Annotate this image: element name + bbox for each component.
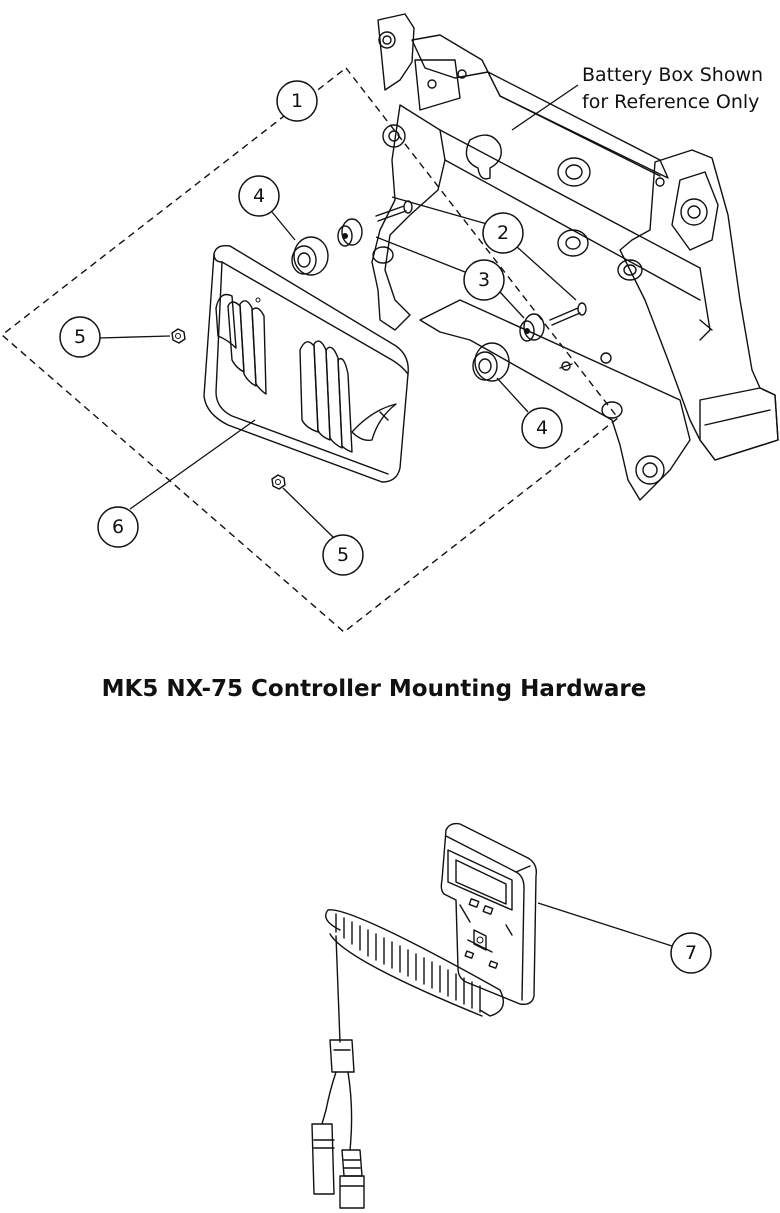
spacer-upper xyxy=(337,218,363,247)
svg-text:2: 2 xyxy=(497,222,509,244)
svg-text:4: 4 xyxy=(536,417,548,439)
svg-text:7: 7 xyxy=(685,942,697,964)
nut-upper xyxy=(171,328,186,344)
svg-text:4: 4 xyxy=(253,185,265,207)
reference-note-line1: Battery Box Shown xyxy=(582,64,763,86)
callout-5-upper: 5 xyxy=(59,316,101,358)
callout-6: 6 xyxy=(97,506,139,548)
bolt-lower xyxy=(549,302,587,326)
svg-text:6: 6 xyxy=(112,516,124,538)
spacer-lower xyxy=(519,313,545,342)
handheld-programmer xyxy=(311,822,538,1209)
nut-lower xyxy=(271,474,286,490)
callout-5-lower: 5 xyxy=(322,534,364,576)
controller xyxy=(203,244,409,483)
callout-7: 7 xyxy=(670,932,712,974)
diagram-title: MK5 NX-75 Controller Mounting Hardware xyxy=(102,676,647,702)
grommet-upper xyxy=(291,236,329,276)
callout-2: 2 xyxy=(482,212,524,254)
callout-3: 3 xyxy=(463,259,505,301)
reference-note-line2: for Reference Only xyxy=(582,91,759,113)
callout-1: 1 xyxy=(276,80,318,122)
svg-text:3: 3 xyxy=(478,269,490,291)
svg-text:1: 1 xyxy=(291,90,303,112)
callout-4-lower: 4 xyxy=(521,407,563,449)
leader-lines xyxy=(98,84,673,947)
callout-4-upper: 4 xyxy=(238,175,280,217)
svg-text:5: 5 xyxy=(337,544,349,566)
svg-text:5: 5 xyxy=(74,326,86,348)
grommet-lower xyxy=(472,342,510,382)
battery-box xyxy=(371,13,779,501)
